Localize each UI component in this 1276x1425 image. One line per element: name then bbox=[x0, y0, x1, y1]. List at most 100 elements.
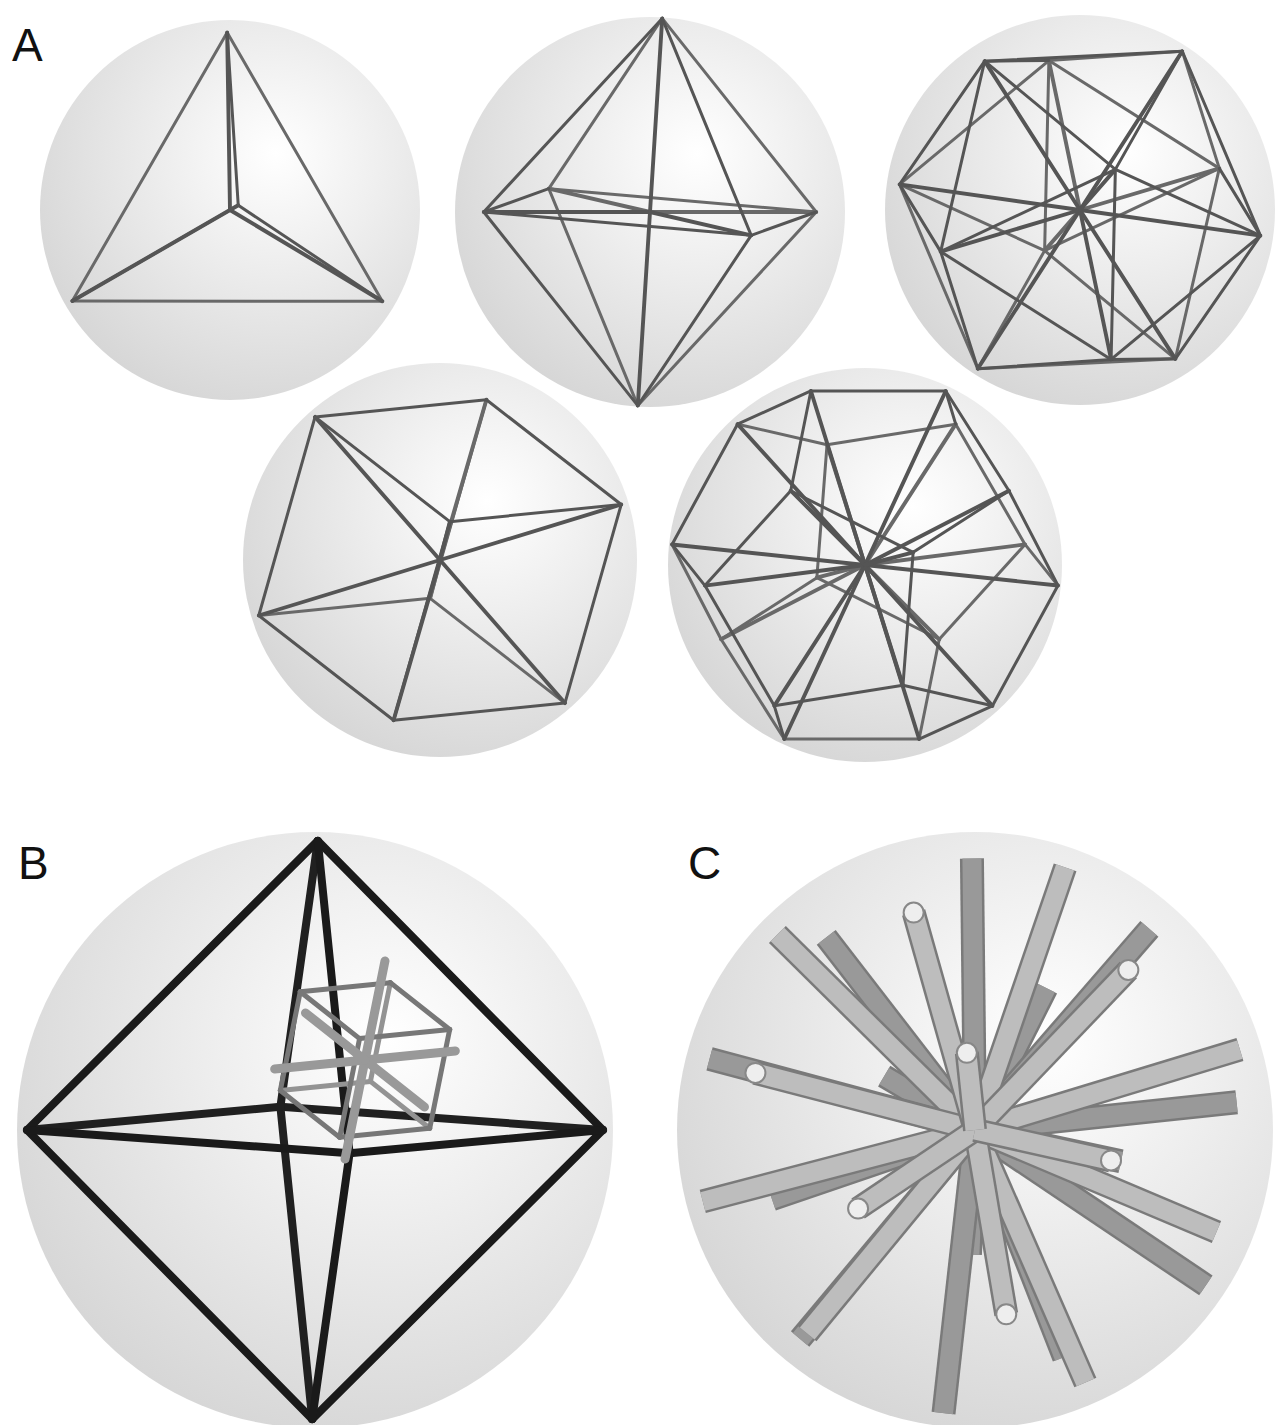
rod-end bbox=[745, 1063, 765, 1083]
spoke bbox=[784, 565, 865, 739]
edge bbox=[450, 504, 621, 521]
rod-outline bbox=[914, 913, 975, 1130]
rod-outline bbox=[755, 1073, 975, 1130]
edge bbox=[27, 1130, 350, 1153]
edge bbox=[721, 639, 784, 739]
rod-end bbox=[996, 1304, 1016, 1324]
edge bbox=[705, 586, 774, 706]
rod bbox=[967, 1053, 975, 1130]
edge bbox=[549, 189, 816, 212]
edge bbox=[985, 51, 1183, 61]
edge bbox=[1182, 51, 1260, 235]
spoke bbox=[230, 205, 238, 210]
dodeca-frame bbox=[672, 391, 1058, 739]
rod bbox=[975, 1130, 1111, 1160]
edge bbox=[672, 424, 737, 544]
tetraA-frame bbox=[72, 33, 382, 302]
sphere bbox=[885, 15, 1275, 405]
edge bbox=[280, 1090, 339, 1137]
spoke bbox=[865, 565, 903, 685]
edge bbox=[1115, 51, 1182, 169]
rod bbox=[975, 970, 1128, 1130]
edge bbox=[939, 544, 1025, 639]
edge bbox=[738, 391, 811, 424]
edge bbox=[312, 1153, 349, 1419]
spoke bbox=[705, 565, 865, 586]
edge bbox=[978, 359, 1176, 369]
edge bbox=[259, 616, 394, 721]
edge bbox=[903, 685, 992, 706]
spoke bbox=[1080, 210, 1175, 359]
axis-rod bbox=[365, 961, 385, 1060]
spoke bbox=[865, 491, 1009, 565]
cube-frame bbox=[280, 983, 449, 1138]
spoke bbox=[440, 560, 565, 703]
edge bbox=[315, 400, 486, 417]
edge bbox=[791, 491, 913, 553]
edge bbox=[315, 417, 450, 522]
edge bbox=[978, 359, 1111, 368]
edge bbox=[919, 706, 992, 739]
rod-end bbox=[1101, 1150, 1121, 1170]
sphere bbox=[677, 832, 1273, 1425]
edge bbox=[430, 1030, 450, 1129]
spoke bbox=[865, 565, 992, 706]
edge bbox=[941, 252, 978, 369]
spoke bbox=[259, 560, 440, 616]
rod bbox=[975, 1130, 1216, 1232]
small-axes bbox=[275, 961, 456, 1159]
panel-letter: C bbox=[688, 840, 721, 886]
edge bbox=[1115, 169, 1260, 235]
spoke bbox=[774, 565, 865, 706]
rod-outline bbox=[975, 1130, 1006, 1314]
edge bbox=[956, 424, 1025, 544]
edge bbox=[1111, 169, 1115, 359]
axis-rod bbox=[365, 1060, 425, 1107]
rod bbox=[914, 913, 975, 1130]
edge bbox=[638, 212, 816, 406]
rod-outline bbox=[975, 1130, 1111, 1160]
rod-outline bbox=[967, 1053, 975, 1130]
axis-rod bbox=[306, 1013, 366, 1060]
edge bbox=[900, 184, 978, 368]
icosa-frame bbox=[900, 51, 1261, 368]
edge bbox=[72, 33, 227, 302]
edge bbox=[705, 491, 791, 586]
spoke bbox=[1080, 210, 1111, 359]
spoke bbox=[865, 424, 956, 565]
edge bbox=[27, 841, 318, 1130]
spoke bbox=[865, 552, 913, 565]
edge bbox=[662, 18, 751, 235]
rod bbox=[858, 1130, 975, 1209]
spoke bbox=[941, 210, 1080, 252]
edge bbox=[486, 400, 621, 505]
edge bbox=[811, 389, 946, 392]
edge bbox=[227, 33, 238, 206]
edge bbox=[1175, 168, 1219, 358]
sphere bbox=[243, 363, 637, 757]
axis-rod bbox=[345, 1060, 365, 1159]
edge bbox=[900, 184, 941, 251]
octa-frame bbox=[484, 18, 816, 405]
spoke bbox=[650, 18, 662, 212]
sphere bbox=[17, 832, 613, 1425]
edge bbox=[549, 18, 662, 188]
axis-rod bbox=[275, 1060, 365, 1069]
spoke bbox=[440, 504, 621, 560]
rod-end bbox=[904, 903, 924, 923]
edge bbox=[72, 300, 382, 303]
edge bbox=[751, 212, 816, 235]
sphere bbox=[40, 20, 420, 400]
axis-rod bbox=[365, 1051, 455, 1060]
rod bbox=[755, 1073, 975, 1130]
edge bbox=[913, 491, 1009, 553]
spoke bbox=[650, 210, 816, 214]
edge bbox=[27, 1130, 312, 1419]
edge bbox=[1182, 51, 1219, 168]
edge bbox=[985, 61, 1116, 169]
edge bbox=[672, 544, 721, 639]
rod-bundle bbox=[703, 858, 1240, 1413]
spoke bbox=[978, 210, 1080, 369]
edge bbox=[774, 685, 903, 706]
